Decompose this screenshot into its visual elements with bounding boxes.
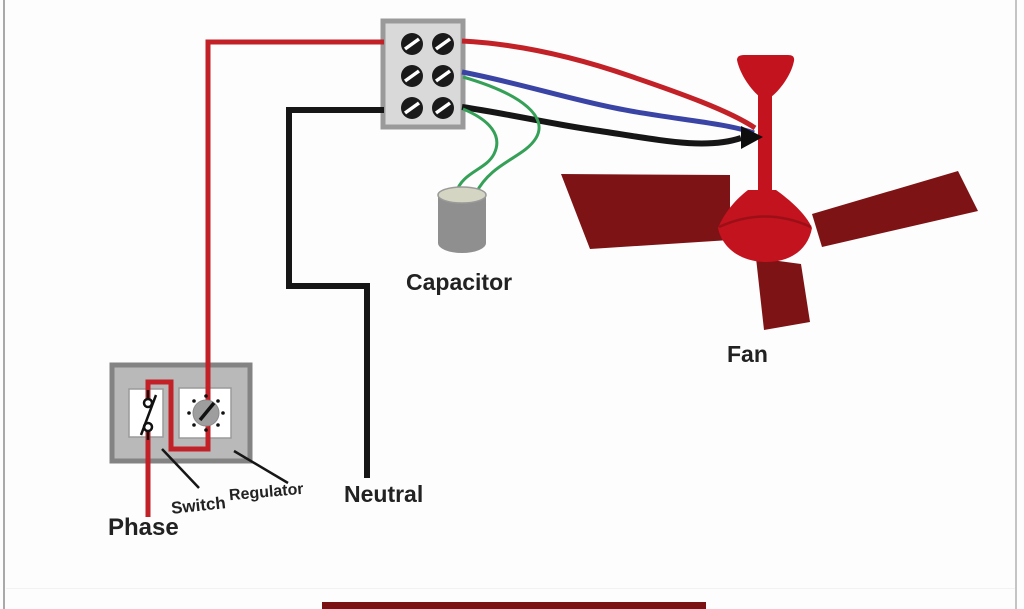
switch-lever — [139, 394, 158, 436]
blue-wire-to-fan — [461, 69, 755, 136]
switch-symbol — [139, 390, 158, 440]
capacitor-bottom — [438, 233, 486, 253]
switch-leader-line — [161, 448, 200, 489]
wire-arrowhead — [741, 126, 763, 149]
red-wire-to-fan — [461, 38, 757, 131]
fan-blade-left — [561, 174, 730, 249]
neutral-wire-path — [286, 107, 384, 478]
regulator-knob — [187, 394, 225, 432]
terminal-block — [380, 18, 466, 130]
capacitor-wire-green-1 — [462, 75, 541, 194]
black-wire-to-fan — [461, 104, 742, 147]
frame-border-right — [1015, 0, 1017, 609]
phase-label: Phase — [108, 514, 179, 541]
faint-horizontal-rule — [6, 588, 1015, 589]
fan-canopy — [737, 55, 795, 97]
neutral-label: Neutral — [344, 481, 424, 507]
capacitor-wire-green-2 — [454, 107, 499, 194]
regulator-leader-line — [233, 449, 289, 485]
fan — [561, 55, 978, 330]
fan-motor-seam — [718, 215, 812, 229]
terminal-screw-slots — [403, 37, 452, 115]
frame-border-left — [3, 0, 5, 609]
fan-downrod — [758, 93, 772, 193]
fan-blade-bottom — [756, 258, 810, 330]
phase-wire-path — [145, 39, 384, 452]
cropped-bottom-banner — [322, 602, 706, 609]
fan-blade-right — [812, 171, 978, 247]
regulator-tick-dots — [187, 394, 225, 432]
fan-label: Fan — [727, 341, 768, 367]
capacitor-top — [437, 186, 487, 204]
capacitor-label: Capacitor — [406, 269, 513, 295]
regulator-pointer — [198, 401, 216, 422]
fan-motor — [718, 190, 812, 262]
capacitor — [437, 186, 487, 253]
